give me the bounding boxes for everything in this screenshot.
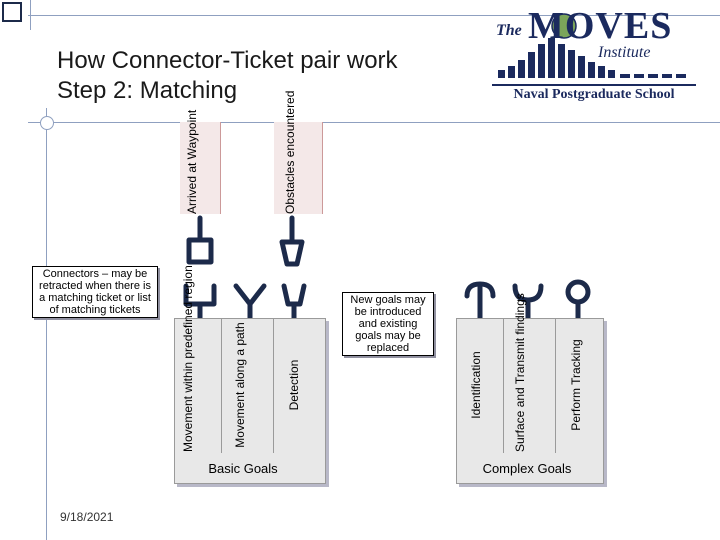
divider — [221, 319, 222, 453]
trapezoid-ticket-icon — [279, 239, 305, 267]
basic-goals-label: Basic Goals — [208, 461, 278, 476]
new-goals-callout: New goals may be introduced and existing… — [342, 292, 434, 356]
connectors-callout: Connectors – may be retracted when there… — [32, 266, 158, 318]
logo-the-text: The — [496, 22, 522, 39]
divider — [503, 319, 504, 453]
goal-identification: Identification — [469, 351, 483, 419]
title-line-2: Step 2: Matching — [57, 77, 238, 104]
arc-connector-icon — [464, 281, 496, 323]
ticket-arrived-box: Arrived at Waypoint — [180, 110, 221, 214]
logo-school-text: Naval Postgraduate School — [492, 84, 696, 103]
left-rule — [30, 0, 31, 30]
ticket-obstacles-box: Obstacles encountered — [274, 91, 323, 214]
slide-date: 9/18/2021 — [60, 510, 114, 524]
goal-movement-region: Movement within predefined region — [181, 265, 195, 452]
connectors-callout-text: Connectors – may be retracted when there… — [39, 268, 151, 316]
goal-detection: Detection — [287, 359, 301, 411]
globe-bars-icon — [498, 13, 686, 78]
ring-connector-icon — [565, 279, 591, 305]
slide-title: How Connector-Ticket pair work Step 2: M… — [57, 46, 477, 106]
u-connector-icon — [512, 283, 544, 323]
basic-goals-box: Movement within predefined region Moveme… — [174, 265, 326, 484]
title-line-1: How Connector-Ticket pair work — [57, 47, 398, 74]
y-connector-icon — [233, 283, 267, 321]
funnel-connector-icon — [281, 283, 307, 321]
top-rule — [28, 15, 720, 16]
moves-logo: The MOVES Institute Naval Postgraduate S… — [488, 0, 708, 108]
logo-institute-text: Institute — [598, 44, 651, 61]
margin-rule — [46, 108, 47, 540]
complex-goals-label: Complex Goals — [482, 461, 572, 476]
square-ticket-icon — [186, 237, 214, 265]
goal-surface-transmit: Surface and Transmit findings — [513, 293, 527, 452]
corner-square-icon — [2, 2, 22, 22]
goal-perform-tracking: Perform Tracking — [569, 339, 583, 431]
divider — [273, 319, 274, 453]
new-goals-callout-text: New goals may be introduced and existing… — [350, 294, 426, 354]
complex-goals-box: Identification Surface and Transmit find… — [456, 293, 604, 484]
divider — [555, 319, 556, 453]
goal-movement-path: Movement along a path — [233, 322, 247, 448]
title-rule — [28, 122, 720, 123]
logo-moves-text: MOVES — [528, 5, 673, 47]
rule-circle-icon — [40, 116, 54, 130]
cup-connector-icon — [183, 283, 217, 321]
